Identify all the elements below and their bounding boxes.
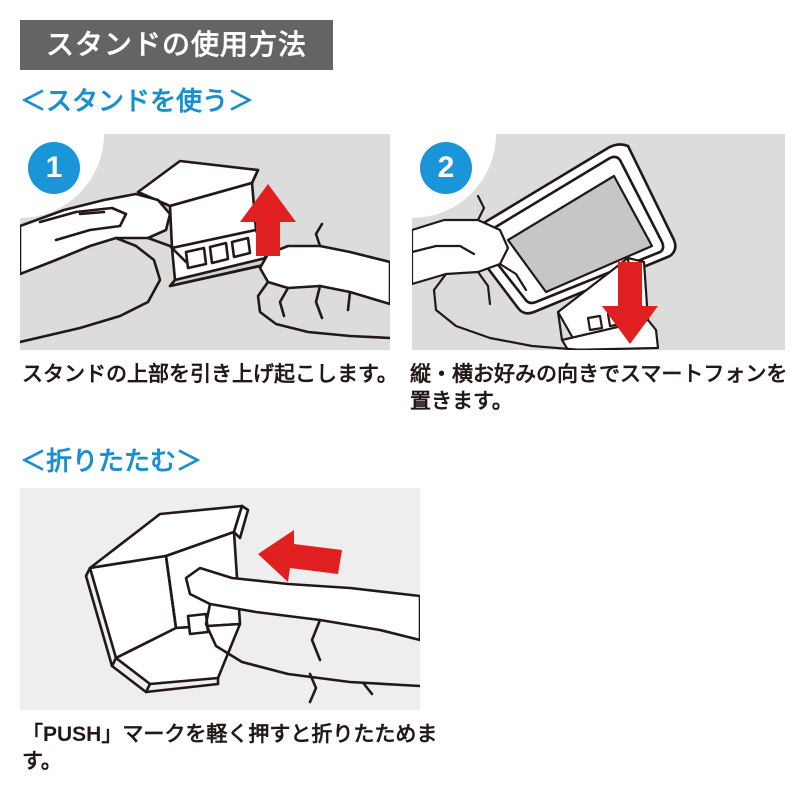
- illustration-step-2: [412, 134, 785, 350]
- illustration-step-1: [20, 134, 390, 350]
- caption-fold-step: 「PUSH」マークを軽く押すと折りたためます。: [22, 723, 438, 773]
- page-title-bar: スタンドの使用方法: [20, 20, 333, 70]
- arrow-up-icon: [240, 184, 296, 256]
- page-title: スタンドの使用方法: [45, 29, 307, 60]
- caption-step-2: 縦・横お好みの向きでスマートフォンを置きます。: [410, 363, 788, 413]
- caption-step-1: スタンドの上部を引き上げ起こします。: [22, 363, 398, 386]
- phone-screen: [508, 176, 652, 292]
- arrow-left-icon: [258, 530, 342, 582]
- section-heading-use-stand: ＜スタンドを使う＞: [20, 86, 255, 116]
- arrow-down-icon: [602, 262, 658, 344]
- fold-step-drawing: [84, 504, 420, 704]
- section-heading-fold-stand: ＜折りたたむ＞: [20, 446, 203, 476]
- step-2-drawing: [412, 143, 677, 350]
- illustration-fold-step: [20, 488, 420, 710]
- step-1-drawing: [20, 159, 390, 344]
